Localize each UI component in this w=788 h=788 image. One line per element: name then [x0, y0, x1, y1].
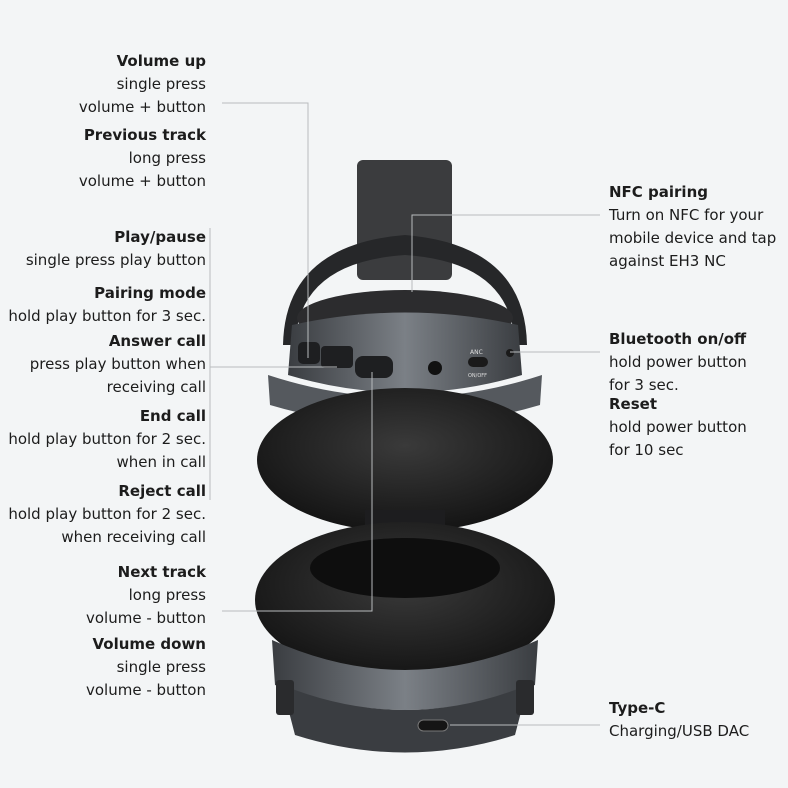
callout-title: Previous track — [83, 126, 206, 144]
power-button[interactable] — [506, 349, 514, 357]
callout-play-pause: Play/pause single press play button — [26, 226, 206, 272]
callout-desc: for 3 sec. — [609, 376, 679, 394]
callout-title: Play/pause — [114, 228, 206, 246]
callout-desc: receiving call — [106, 378, 206, 396]
play-button[interactable] — [321, 346, 353, 368]
callout-desc: for 10 sec — [609, 441, 684, 459]
callout-bluetooth: Bluetooth on/off hold power button for 3… — [609, 328, 747, 397]
callout-desc: Turn on NFC for your — [609, 206, 764, 224]
callout-desc: hold power button — [609, 353, 747, 371]
headband — [357, 160, 452, 280]
hinge-left — [276, 680, 294, 715]
callout-desc: Charging/USB DAC — [609, 722, 750, 740]
callout-next-track: Next track long press volume - button — [86, 561, 206, 630]
callout-desc: volume + button — [78, 172, 206, 190]
callout-reset: Reset hold power button for 10 sec — [609, 393, 747, 462]
callout-desc: against EH3 NC — [609, 252, 726, 270]
callout-desc: long press — [128, 586, 206, 604]
callout-desc: single press play button — [25, 251, 206, 269]
callout-end-call: End call hold play button for 2 sec. whe… — [8, 405, 206, 474]
callout-type-c: Type-C Charging/USB DAC — [609, 697, 749, 743]
callout-title: End call — [139, 407, 206, 425]
callout-desc: hold play button for 3 sec. — [8, 307, 206, 325]
callout-desc: hold play button for 2 sec. — [8, 430, 206, 448]
callout-desc: long press — [128, 149, 206, 167]
callout-title: Bluetooth on/off — [609, 330, 747, 348]
volume-plus-button[interactable] — [298, 342, 320, 364]
yoke — [283, 235, 527, 345]
callout-reject-call: Reject call hold play button for 2 sec. … — [8, 480, 206, 549]
callout-desc: when in call — [116, 453, 207, 471]
callout-volume-down: Volume down single press volume - button — [86, 633, 206, 702]
callout-title: Reset — [609, 395, 657, 413]
leader-volume-up — [222, 102, 309, 358]
lower-cup-base — [282, 685, 528, 753]
callout-title: Volume up — [116, 52, 206, 70]
upper-cup-ring — [288, 312, 522, 393]
callout-title: Answer call — [108, 332, 206, 350]
usb-c-port — [417, 719, 449, 732]
callout-volume-up: Volume up single press volume + button — [79, 50, 206, 119]
callout-desc: volume - button — [86, 609, 206, 627]
callout-nfc-pairing: NFC pairing Turn on NFC for your mobile … — [609, 181, 776, 273]
leader-nfc — [411, 214, 600, 292]
callout-title: Type-C — [609, 699, 666, 717]
audio-jack — [428, 361, 442, 375]
callout-previous-track: Previous track long press volume + butto… — [79, 124, 206, 193]
callout-title: Reject call — [118, 482, 206, 500]
callout-title: Volume down — [92, 635, 206, 653]
callout-desc: when receiving call — [61, 528, 206, 546]
volume-minus-button[interactable] — [355, 356, 393, 378]
callout-desc: single press — [116, 658, 206, 676]
callout-desc: volume - button — [86, 681, 206, 699]
hinge-right — [516, 680, 534, 715]
leader-next-track — [222, 372, 373, 612]
lower-cup-ring — [272, 640, 538, 710]
callout-desc: press play button when — [29, 355, 206, 373]
anc-switch[interactable] — [468, 357, 488, 367]
callout-desc: mobile device and tap — [609, 229, 777, 247]
callout-title: NFC pairing — [609, 183, 708, 201]
callout-desc: single press — [116, 75, 206, 93]
callout-desc: volume + button — [78, 98, 206, 116]
callout-title: Pairing mode — [94, 284, 206, 302]
callout-answer-call: Answer call press play button when recei… — [30, 330, 206, 399]
callout-desc: hold play button for 2 sec. — [8, 505, 206, 523]
anc-label: ANC — [470, 349, 483, 356]
upper-ear-cushion — [257, 388, 553, 532]
callout-pairing-mode: Pairing mode hold play button for 3 sec. — [8, 282, 206, 328]
anc-switch-label: ON/OFF — [468, 373, 487, 379]
cushion-opening — [310, 538, 500, 598]
callout-title: Next track — [117, 563, 206, 581]
callout-desc: hold power button — [609, 418, 747, 436]
